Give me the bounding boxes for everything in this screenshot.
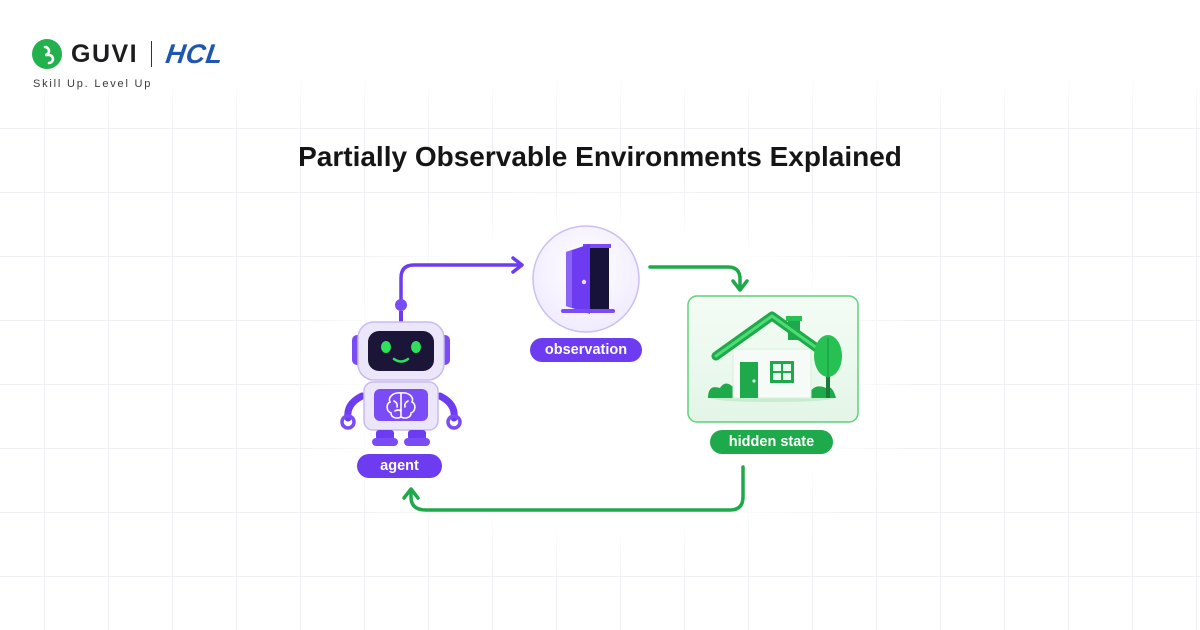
observation-label: observation — [530, 338, 642, 362]
guvi-wordmark: GUVI — [71, 39, 139, 68]
arrowhead-icon — [402, 487, 420, 500]
brand-divider — [151, 41, 153, 67]
brand-header: GUVI HCL Skill Up. Level Up — [32, 38, 332, 98]
guvi-logo-icon — [32, 39, 62, 69]
brain-icon — [386, 392, 416, 419]
hidden-state-label: hidden state — [710, 430, 833, 454]
page-title: Partially Observable Environments Explai… — [298, 141, 902, 172]
robot-icon — [340, 299, 462, 446]
arrowhead-icon — [511, 256, 524, 274]
edge-observation-to-hidden-state — [648, 265, 749, 292]
edge-agent-to-observation — [399, 256, 524, 302]
door-icon — [561, 244, 615, 314]
house-icon — [708, 311, 842, 402]
arrowhead-icon — [731, 279, 749, 292]
hidden-state-node — [687, 295, 859, 423]
edge-hidden-state-to-agent — [402, 465, 745, 512]
brand-logos: GUVI HCL — [32, 38, 225, 70]
agent-label: agent — [357, 454, 442, 478]
brand-tagline: Skill Up. Level Up — [33, 78, 153, 90]
agent-node — [340, 299, 462, 446]
observation-node — [532, 225, 640, 333]
